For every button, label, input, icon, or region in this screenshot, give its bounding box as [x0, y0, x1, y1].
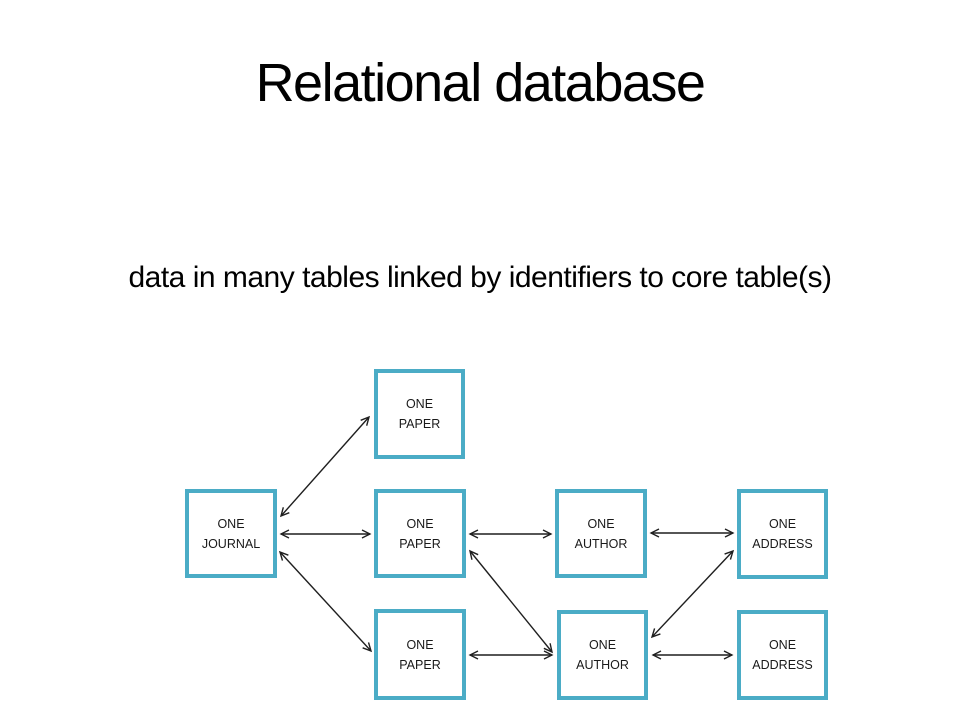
table-box-journal: ONE JOURNAL: [185, 489, 277, 578]
slide-subtitle: data in many tables linked by identifier…: [128, 261, 832, 294]
table-box-author-mid: ONE AUTHOR: [555, 489, 647, 578]
edge-journal-paper-top: [281, 417, 369, 516]
table-box-paper-bottom: ONE PAPER: [374, 609, 466, 700]
edge-paper-mid-author-bottom: [470, 551, 552, 652]
table-box-address-bottom: ONE ADDRESS: [737, 610, 828, 700]
slide-title: Relational database: [255, 53, 706, 113]
table-box-paper-top: ONE PAPER: [374, 369, 465, 459]
table-box-address-mid: ONE ADDRESS: [737, 489, 828, 579]
table-box-author-bottom: ONE AUTHOR: [557, 610, 648, 700]
edge-author-bottom-address-mid: [652, 551, 733, 637]
table-box-paper-mid: ONE PAPER: [374, 489, 466, 578]
edge-journal-paper-bottom: [280, 552, 371, 651]
